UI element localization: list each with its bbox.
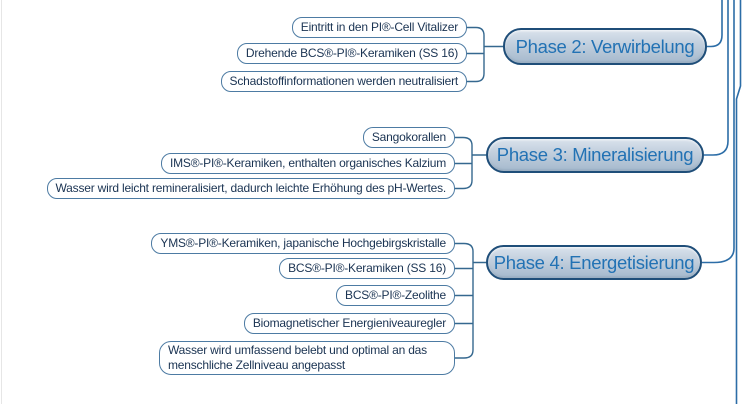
phase4-trunk-connector <box>702 0 735 264</box>
node-wasser-remineralisiert-ph-wert[interactable]: Wasser wird leicht remineralisiert, dadu… <box>46 178 455 199</box>
node-bcs-pi-zeolithe[interactable]: BCS®-PI®-Zeolithe <box>336 285 455 306</box>
node-ims-pi-keramiken-kalzium[interactable]: IMS®-PI®-Keramiken, enthalten organische… <box>160 153 455 174</box>
node-sangokorallen[interactable]: Sangokorallen <box>362 127 455 148</box>
phase2-node[interactable]: Phase 2: Verwirbelung <box>503 28 707 65</box>
node-biomagnetischer-energieniveauregler[interactable]: Biomagnetischer Energieniveauregler <box>243 313 455 334</box>
node-wasser-umfassend-belebt[interactable]: Wasser wird umfassend belebt und optimal… <box>159 341 455 375</box>
phase2-trunk-connector <box>707 0 723 48</box>
node-bcs-pi-keramiken-ss16[interactable]: BCS®-PI®-Keramiken (SS 16) <box>279 258 455 279</box>
phase3-node[interactable]: Phase 3: Mineralisierung <box>486 137 704 173</box>
node-drehende-bcs-pi-keramiken[interactable]: Drehende BCS®-PI®-Keramiken (SS 16) <box>236 43 467 64</box>
phase3-items-bracket <box>455 136 486 190</box>
phase3-trunk-connector <box>704 0 729 156</box>
node-eintritt-pi-cell-vitalizer[interactable]: Eintritt in den PI®-Cell Vitalizer <box>291 17 467 38</box>
node-schadstoffinformationen-neutralisiert[interactable]: Schadstoffinformationen werden neutralis… <box>220 71 467 92</box>
trunk-continuation-line <box>735 0 742 404</box>
window-edge <box>1 0 2 404</box>
phase2-items-bracket <box>467 26 503 83</box>
phase4-node[interactable]: Phase 4: Energetisierung <box>486 245 702 280</box>
phase4-items-bracket <box>455 242 486 359</box>
node-yms-pi-keramiken-hochgebirgskristalle[interactable]: YMS®-PI®-Keramiken, japanische Hochgebir… <box>151 233 455 254</box>
